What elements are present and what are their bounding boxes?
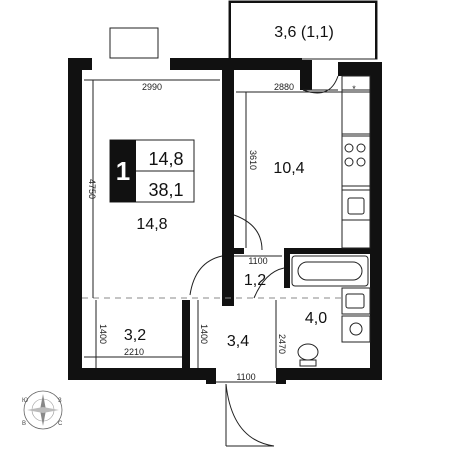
bath-fixtures	[291, 255, 371, 367]
compass-label-north: С	[58, 421, 63, 427]
room-area-hall: 1,2	[244, 272, 266, 289]
badge-living-area: 14,8	[148, 149, 183, 169]
badge-total-area: 38,1	[148, 180, 183, 200]
compass-icon: Ю З В С	[22, 390, 63, 430]
svg-text:*: *	[352, 84, 356, 94]
badge-number: 1	[116, 156, 130, 186]
dim-kitchen-height: 3610	[248, 150, 258, 170]
room-area-corridor: 3,4	[227, 333, 249, 350]
apartment-badge: 1 14,8 38,1	[109, 139, 195, 203]
dim-living-height: 4750	[87, 179, 97, 199]
dimension-lines	[84, 79, 370, 383]
dim-corridor-height: 1400	[199, 324, 209, 344]
dim-small-room-height: 1400	[98, 324, 108, 344]
balcony	[228, 0, 378, 60]
outer-walls	[68, 58, 382, 384]
dim-entrance-width: 1100	[236, 372, 255, 382]
window-box	[109, 27, 159, 59]
dim-living-width: 2990	[142, 82, 162, 92]
compass-label-east: В	[22, 421, 26, 427]
room-area-living: 14,8	[136, 216, 167, 233]
dim-hall-width: 1100	[248, 256, 267, 266]
room-area-bath: 4,0	[305, 310, 327, 327]
inner-walls	[182, 248, 372, 370]
room-area-kitchen: 10,4	[273, 160, 304, 177]
compass-label-west: З	[58, 398, 62, 404]
room-area-balcony: 3,6 (1,1)	[274, 24, 334, 41]
room-area-small-room: 3,2	[124, 327, 146, 344]
compass-label-south: Ю	[22, 398, 28, 404]
dim-bath-height: 2470	[277, 334, 287, 354]
dim-kitchen-width: 2880	[274, 82, 294, 92]
kitchen-fixtures: *	[341, 75, 371, 249]
dim-small-room-width: 2210	[124, 347, 144, 357]
